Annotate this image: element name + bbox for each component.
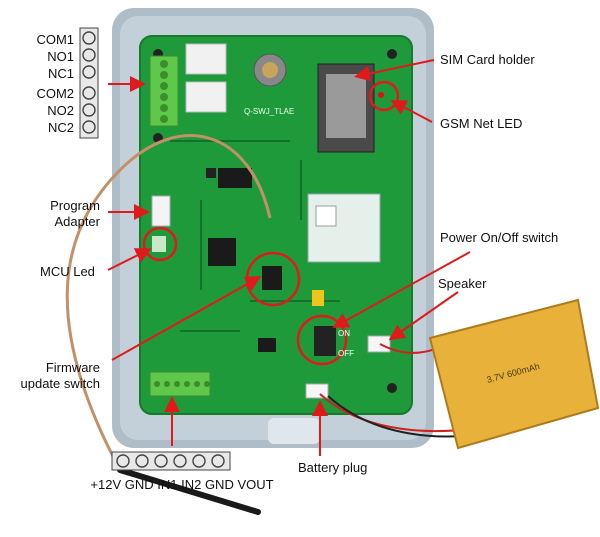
capacitor (312, 290, 324, 306)
antenna-rod (117, 467, 261, 515)
relay-terminal-label: NC2 (47, 120, 74, 135)
relay-terminal-label: NO1 (47, 49, 74, 64)
firmware-switch (262, 266, 282, 290)
circle-power-switch (296, 314, 348, 366)
gsm-module-qr (315, 205, 337, 227)
arrow-speaker (388, 291, 459, 341)
ic-chip (218, 168, 252, 188)
speaker-connector (367, 335, 391, 353)
input-terminal-strip-diagram (111, 451, 231, 471)
relay-terminal-label: NO2 (47, 103, 74, 118)
mcu-led (152, 236, 166, 252)
circle-mcu-led (142, 226, 178, 262)
relay-terminal-screws (160, 60, 168, 123)
firmware-switch-label-line1: Firmware (45, 360, 100, 375)
arrow-gsm-net-led (390, 100, 433, 123)
antenna-cable (65, 134, 272, 471)
program-adapter-label-line2: Adapter (54, 214, 100, 229)
relay-1 (185, 43, 227, 75)
power-switch (314, 326, 336, 356)
arrow-sim-card-holder (354, 59, 435, 82)
relay-terminal-label: COM1 (36, 32, 74, 47)
arrow-mcu-led (107, 248, 152, 271)
program-adapter-label-line1: Program (50, 198, 100, 213)
battery-plug-label: Battery plug (298, 460, 368, 475)
arrow-firmware-switch (111, 276, 262, 361)
sim-card-holder-label: SIM Card holder (440, 52, 535, 67)
battery-plug (305, 383, 329, 399)
arrow-power-switch (332, 251, 471, 328)
gsm-net-led-label: GSM Net LED (440, 116, 523, 131)
callout-arrows (107, 59, 471, 456)
small-ic (206, 168, 216, 178)
speaker-label: Speaker (438, 276, 487, 291)
relay-terminal-label: NC1 (47, 66, 74, 81)
switch-on-silk: ON (338, 329, 350, 338)
enclosure-tab (268, 418, 320, 444)
switch-off-silk: OFF (338, 349, 354, 358)
relay-terminal-strip-screws (82, 31, 96, 134)
program-adapter-header (151, 195, 171, 227)
relay-2 (185, 81, 227, 113)
input-terminal-screws (154, 381, 210, 387)
callout-circles (142, 80, 400, 366)
relay-terminal-strip-diagram (79, 27, 99, 139)
firmware-switch-label-line2: update switch (20, 376, 101, 391)
mcu-chip (208, 238, 236, 266)
board-model-silk: Q-SWJ_TLAE (244, 107, 295, 116)
sim-card-slot (326, 74, 366, 138)
transistor (258, 338, 276, 352)
gsm-module (307, 193, 381, 263)
buzzer-center (262, 62, 278, 78)
mcu-led-label: MCU Led (40, 264, 95, 279)
pcb-traces (170, 140, 340, 332)
gsm-net-led (378, 92, 384, 98)
input-terminal-strip-screws (116, 454, 225, 468)
input-terminals-label: +12V GND IN1 IN2 GND VOUT (90, 477, 274, 492)
relay-terminal-label: COM2 (36, 86, 74, 101)
circle-gsm-net-led (368, 80, 400, 112)
battery-pack (428, 298, 600, 450)
power-switch-label: Power On/Off switch (440, 230, 559, 245)
circle-firmware-switch (245, 251, 301, 307)
